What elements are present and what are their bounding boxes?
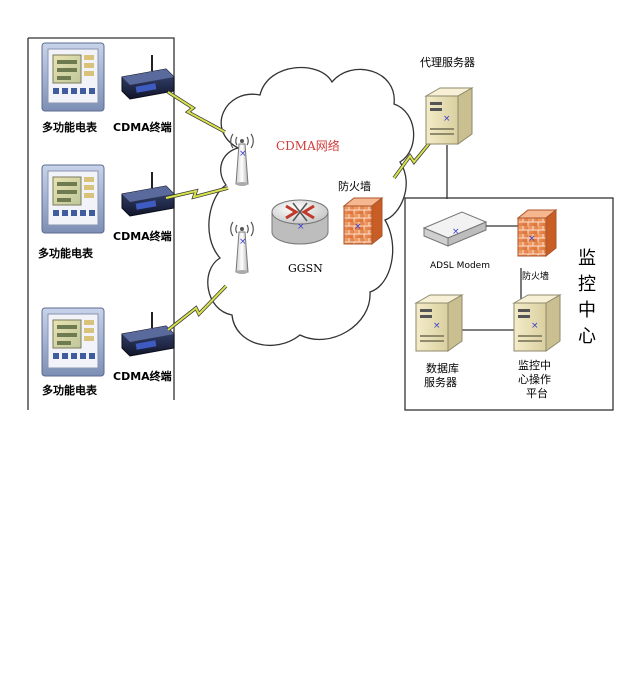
meter-label: 多功能电表 [42, 383, 98, 397]
proxy-server-icon [425, 87, 473, 145]
field-devices-frame [27, 37, 175, 410]
platform-label-line3: 平台 [526, 386, 548, 400]
center-title-char: 中 [578, 300, 596, 321]
database-server-icon [415, 294, 463, 352]
adsl-modem-label: ADSL Modem [430, 261, 490, 271]
db-server-label-line1: 数据库 [426, 361, 459, 375]
cdma-terminal-icon [121, 311, 175, 357]
meter-label: 多功能电表 [42, 120, 98, 134]
svg-text:×: × [452, 227, 460, 237]
cdma-terminal-icon [121, 171, 175, 217]
meter-icon [41, 307, 105, 377]
terminal-label: CDMA终端 [113, 120, 172, 134]
ggsn-label: GGSN [288, 262, 323, 275]
monitoring-center-frame [404, 197, 614, 411]
cdma-terminal-icon [121, 54, 175, 100]
terminal-label: CDMA终端 [113, 229, 172, 243]
db-server-label-line2: 服务器 [424, 376, 457, 389]
proxy-server-label: 代理服务器 [420, 56, 475, 69]
platform-label-line2: 心操作 [518, 372, 551, 386]
meter-icon [41, 42, 105, 112]
meter-icon [41, 164, 105, 234]
adsl-modem-icon: × [422, 211, 488, 247]
platform-label-line1: 监控中 [518, 358, 551, 372]
network-label: CDMA网络 [276, 138, 340, 153]
ggsn-router-icon: × [271, 199, 329, 245]
meter-label: 多功能电表 [38, 246, 94, 260]
svg-text:×: × [297, 222, 305, 232]
center-firewall-label: 防火墙 [522, 270, 549, 282]
center-title-char: 控 [578, 274, 596, 295]
monitoring-platform-server-icon [513, 294, 561, 352]
center-title-char: 监 [578, 248, 596, 269]
firewall-label: 防火墙 [338, 179, 371, 193]
center-title-char: 心 [578, 326, 596, 347]
terminal-label: CDMA终端 [113, 369, 172, 383]
firewall-icon [343, 197, 383, 245]
firewall-icon [517, 209, 557, 257]
